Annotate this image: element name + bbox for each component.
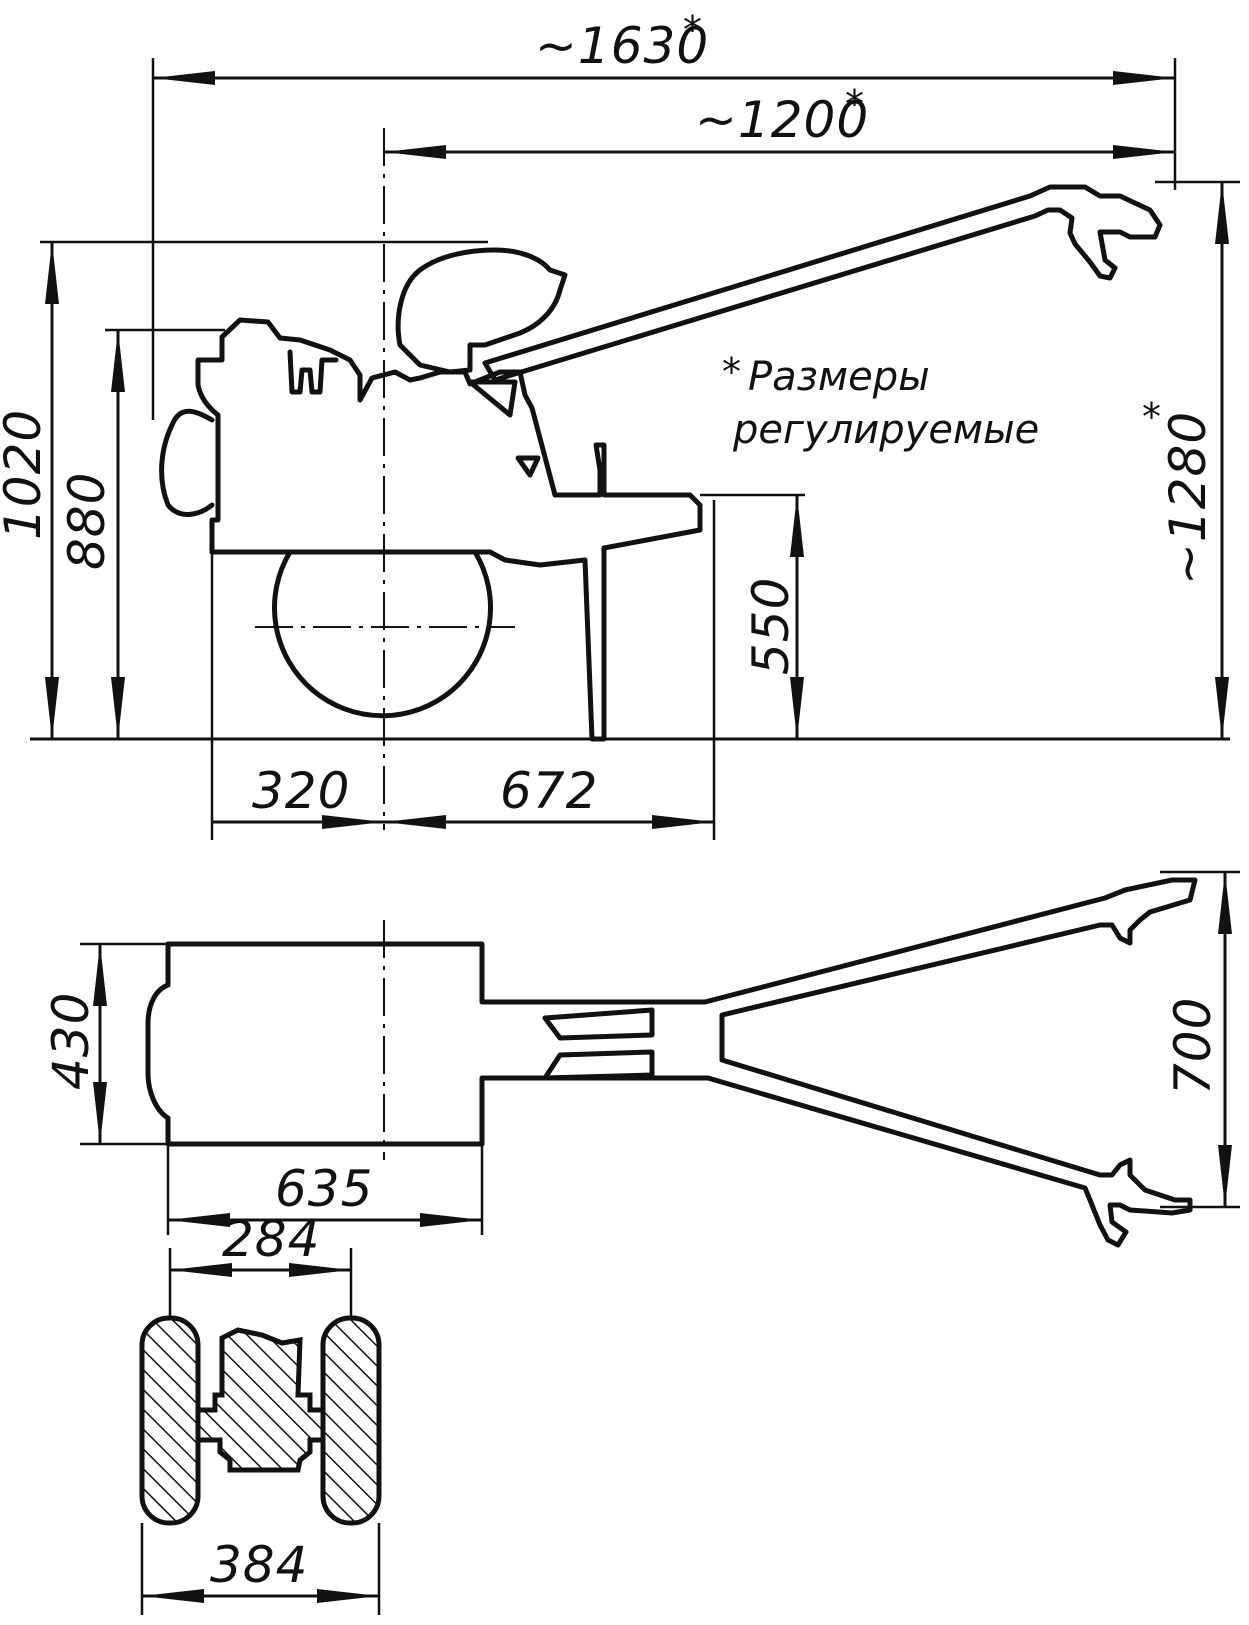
arrow-880-bottom bbox=[111, 677, 125, 739]
arrow-284-left bbox=[170, 1263, 232, 1277]
arrow-550-bottom bbox=[790, 677, 804, 739]
label-handle-height: ~1280 bbox=[1159, 411, 1217, 585]
label-top-body-width: 430 bbox=[42, 992, 100, 1090]
arrow-1020-top bbox=[45, 242, 59, 304]
label-handle-spread: 700 bbox=[1164, 997, 1222, 1095]
side-view: ~1630 * ~1200 * 1020 880 550 ~1280 * bbox=[0, 8, 1240, 840]
label-hitch-height: 550 bbox=[742, 577, 800, 675]
arrow-284-right bbox=[289, 1263, 351, 1277]
arrow-880-top bbox=[111, 330, 125, 392]
arrow-1200-right bbox=[1113, 145, 1175, 159]
arrow-430-bottom bbox=[93, 1082, 107, 1144]
arrow-635-right bbox=[420, 1213, 482, 1227]
side-bracket-upper bbox=[467, 379, 518, 418]
arrow-384-right bbox=[317, 1589, 379, 1603]
note-line-2: регулируемые bbox=[732, 407, 1039, 453]
arrow-635-left bbox=[168, 1213, 230, 1227]
star-1200: * bbox=[845, 82, 865, 126]
side-engine bbox=[195, 317, 703, 742]
side-bracket-lower bbox=[515, 455, 541, 478]
note-star: * bbox=[722, 350, 742, 394]
side-fuel-tank bbox=[395, 247, 568, 375]
front-wheel-left bbox=[139, 1315, 201, 1526]
top-view: 430 700 635 bbox=[42, 870, 1240, 1248]
arrow-1200-left bbox=[384, 145, 446, 159]
front-view: 284 384 bbox=[139, 1210, 382, 1615]
arrow-700-top bbox=[1218, 872, 1232, 934]
star-1280: * bbox=[1142, 395, 1162, 439]
label-overall-length: ~1630 bbox=[535, 17, 709, 75]
side-engine-fins bbox=[287, 349, 339, 395]
arrow-672-left bbox=[384, 815, 446, 829]
arrow-1630-right bbox=[1113, 71, 1175, 85]
arrow-1630-left bbox=[153, 71, 215, 85]
label-total-height: 1020 bbox=[0, 409, 52, 540]
label-rear-length: 672 bbox=[500, 762, 598, 820]
label-track-inner: 284 bbox=[222, 1210, 320, 1268]
arrow-700-bottom bbox=[1218, 1145, 1232, 1207]
side-wheel bbox=[272, 549, 493, 719]
arrow-1020-bottom bbox=[45, 677, 59, 739]
arrow-430-top bbox=[93, 944, 107, 1006]
front-wheel-right bbox=[320, 1315, 382, 1526]
arrow-672-right bbox=[652, 815, 714, 829]
front-engine bbox=[195, 1327, 326, 1473]
arrow-384-left bbox=[142, 1589, 204, 1603]
top-slot-upper bbox=[542, 1007, 655, 1041]
top-slot-lower bbox=[542, 1049, 655, 1081]
side-intake bbox=[159, 408, 215, 517]
label-track-outer: 384 bbox=[210, 1536, 308, 1594]
top-body bbox=[145, 877, 1198, 1248]
arrow-550-top bbox=[790, 495, 804, 557]
label-body-length: 635 bbox=[275, 1160, 373, 1218]
note-line-1: Размеры bbox=[748, 354, 930, 400]
label-handle-reach: ~1200 bbox=[695, 91, 869, 149]
arrow-320-right bbox=[322, 815, 384, 829]
label-engine-height: 880 bbox=[58, 472, 116, 570]
label-front-overhang: 320 bbox=[252, 762, 350, 820]
arrow-1280-bottom bbox=[1215, 677, 1229, 739]
arrow-1280-top bbox=[1215, 182, 1229, 244]
side-handle-bar bbox=[482, 184, 1163, 383]
star-1630: * bbox=[683, 8, 703, 52]
